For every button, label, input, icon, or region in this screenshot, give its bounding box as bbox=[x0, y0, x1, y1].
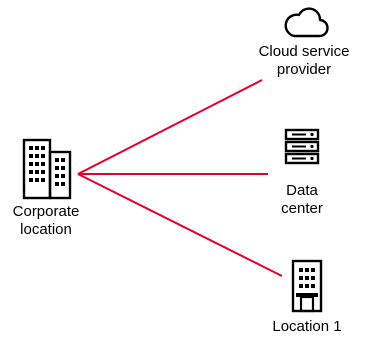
cloud-label-line1: Cloud service bbox=[258, 43, 350, 60]
cloud-icon bbox=[284, 7, 329, 38]
corporate-location-label: Corporate location bbox=[0, 203, 92, 239]
location-1-label: Location 1 bbox=[252, 318, 362, 336]
office-buildings-icon bbox=[22, 138, 72, 200]
location1-label-line1: Location 1 bbox=[272, 318, 342, 335]
line-to-cloud bbox=[77, 79, 263, 175]
server-rack-icon bbox=[284, 128, 320, 165]
building-icon bbox=[291, 259, 323, 313]
line-to-location1 bbox=[77, 173, 283, 277]
data-center-label: Data center bbox=[262, 182, 342, 218]
corporate-label-line1: Corporate bbox=[12, 203, 80, 220]
corporate-label-line2: location bbox=[20, 221, 72, 238]
datacenter-label-line2: center bbox=[281, 200, 323, 217]
datacenter-label-line1: Data bbox=[286, 182, 318, 199]
cloud-provider-label: Cloud service provider bbox=[240, 43, 368, 79]
cloud-label-line2: provider bbox=[276, 61, 332, 78]
